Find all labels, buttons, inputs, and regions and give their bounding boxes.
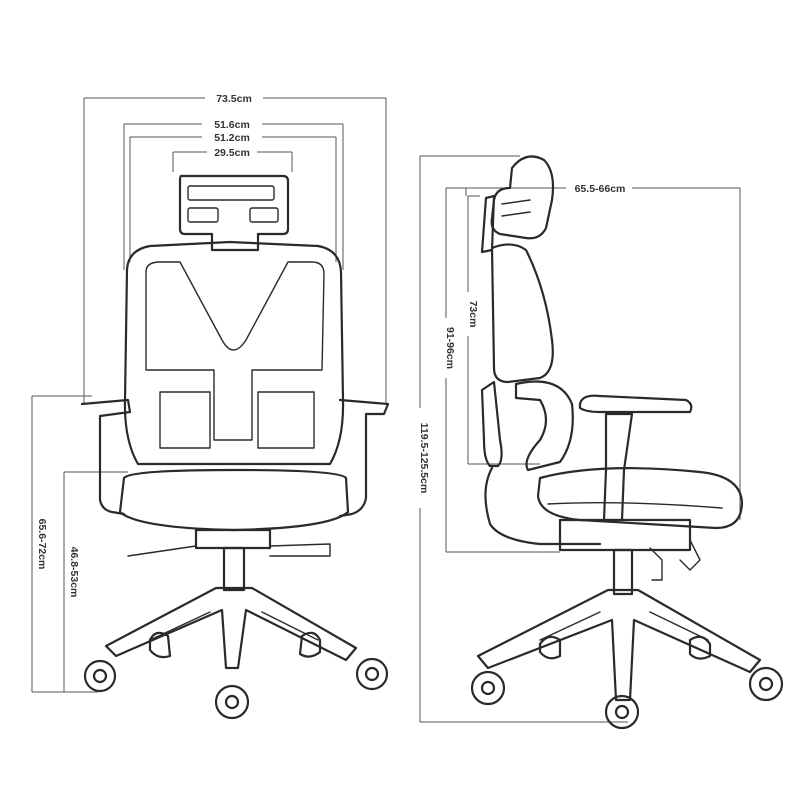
seat-to-top-height-label: 91-96cm [444,327,456,369]
side-height-dimensions [419,155,628,723]
side-chair-illustration [470,155,784,730]
headrest-width-label: 29.5cm [214,147,250,159]
seat-width-label: 51.2cm [214,132,250,144]
depth-label: 65.5-66cm [575,183,626,195]
side-view: 65.5-66cm 73cm 91-96cm 119.5-125.5cm [415,155,784,730]
backrest-width-label: 51.6cm [214,119,250,131]
overall-height-label: 119.5-125.5cm [418,423,430,494]
front-view: 73.5cm 51.6cm 51.2cm 29.5cm 65.6-72cm 46… [31,91,390,720]
armrest-height-label: 65.6-72cm [36,519,48,570]
overall-width-label: 73.5cm [216,93,252,105]
front-chair-illustration [80,174,390,720]
side-depth-dimensions [465,187,741,520]
backrest-height-label: 73cm [467,301,479,328]
front-height-dimensions [31,395,128,693]
front-width-dimensions [83,97,387,405]
seat-height-label: 46.8-53cm [68,547,80,598]
